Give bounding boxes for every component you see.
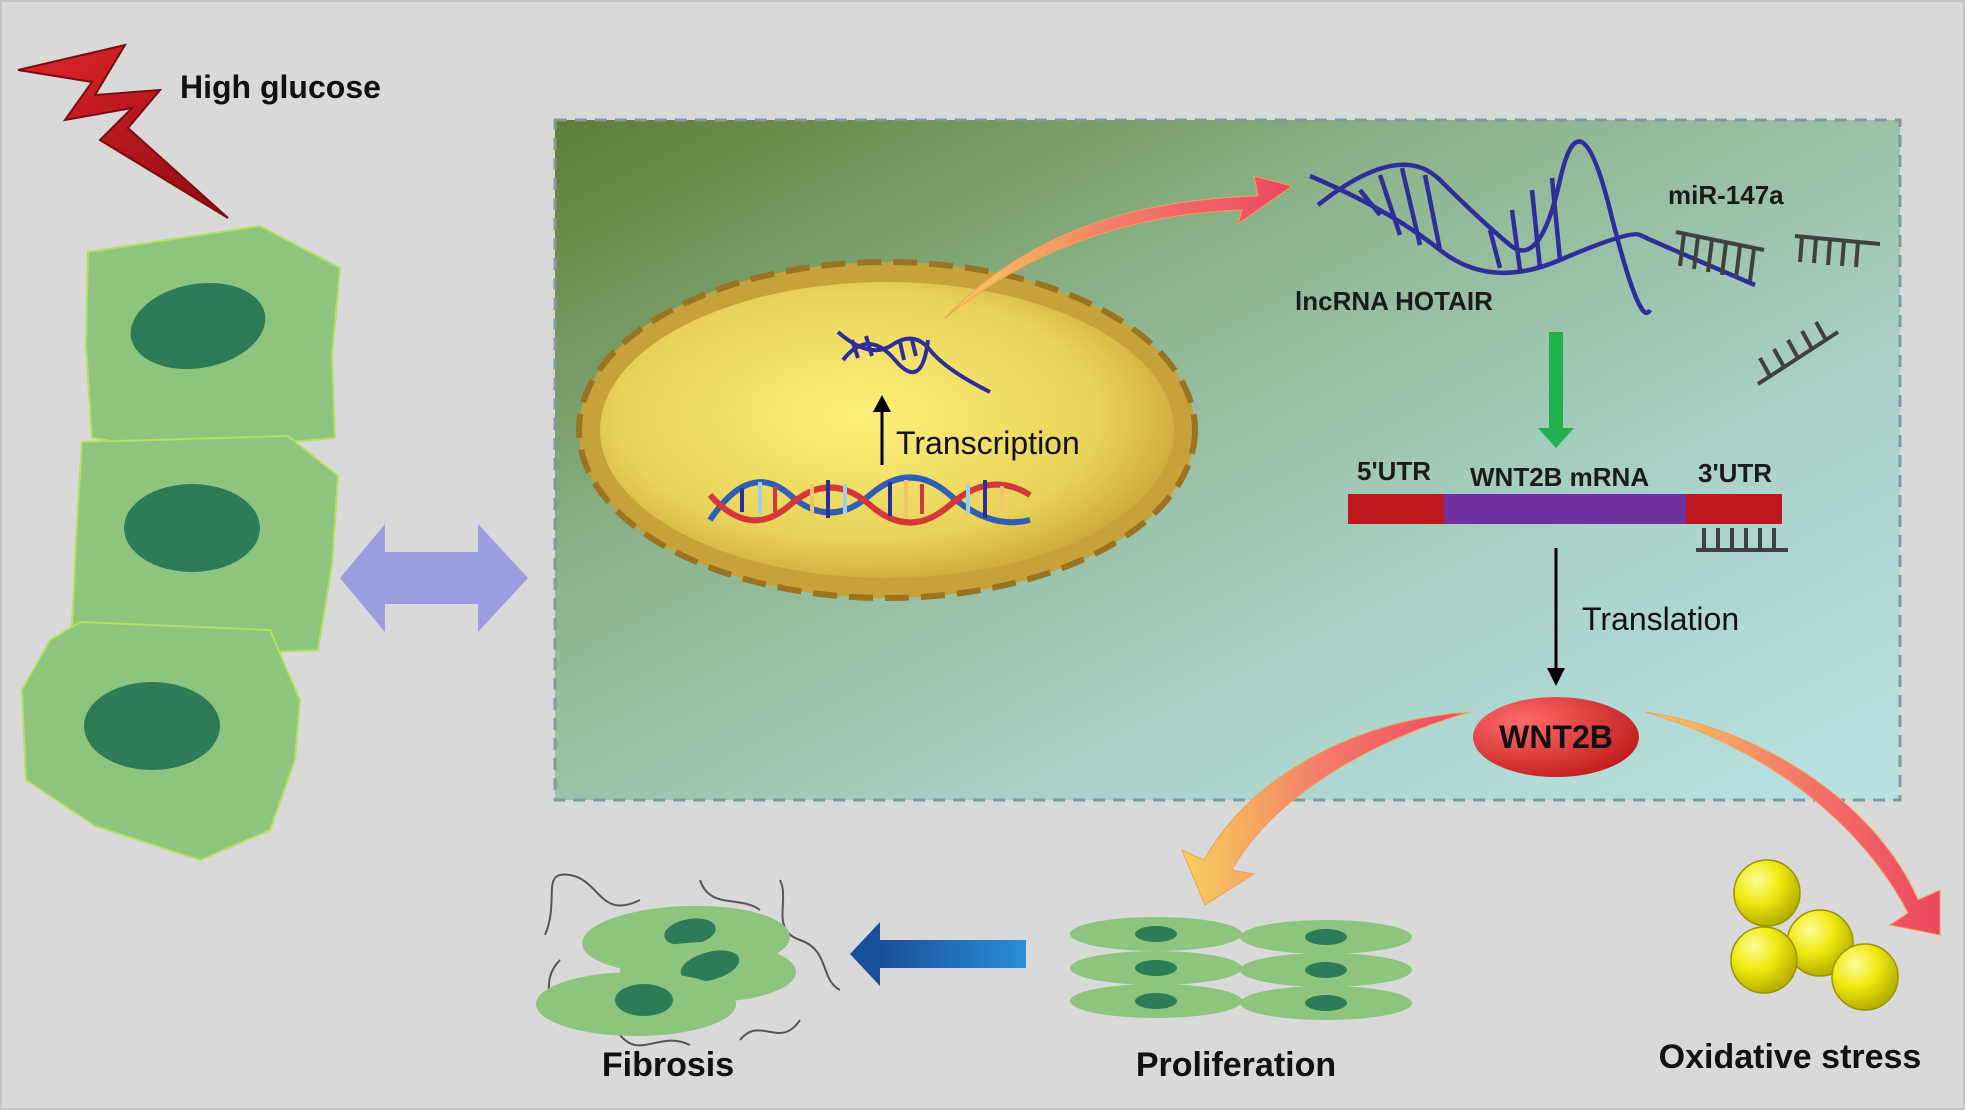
tubular-cells — [20, 224, 342, 862]
transcription-label: Transcription — [896, 425, 1080, 461]
translation-label: Translation — [1582, 601, 1739, 637]
lncrna-label: lncRNA HOTAIR — [1295, 286, 1493, 316]
proliferation-label: Proliferation — [1136, 1046, 1336, 1084]
double-helix-dna-icon — [707, 474, 1032, 526]
export-arrow — [944, 175, 1294, 319]
translation-arrow — [1547, 548, 1565, 686]
mirna-comb-icon — [1756, 321, 1840, 386]
proliferation-cells — [1070, 917, 1412, 1020]
mirna-comb-icon — [1696, 528, 1788, 552]
mirna-comb-icon — [1675, 230, 1765, 282]
nucleus — [576, 259, 1198, 601]
nucleus-bottom — [84, 682, 220, 770]
green-down-arrow — [1538, 332, 1574, 448]
double-arrow-icon — [340, 524, 528, 632]
transcription-arrow — [873, 395, 891, 465]
mrna-bar — [1348, 494, 1782, 524]
ros-spheres-icon — [1730, 859, 1899, 1011]
wnt2b-label: WNT2B — [1499, 719, 1613, 755]
utr5-segment — [1348, 494, 1444, 524]
fibrosis-label: Fibrosis — [602, 1046, 734, 1084]
utr5-label: 5'UTR — [1357, 456, 1431, 486]
blue-left-arrow — [850, 922, 1026, 986]
proliferation-arrow — [1181, 711, 1471, 906]
mirna-comb-icon — [1794, 234, 1881, 268]
rna-strand-icon — [1309, 139, 1756, 316]
lightning-bolt-icon — [17, 43, 229, 219]
utr3-label: 3'UTR — [1698, 458, 1772, 488]
high-glucose-label: High glucose — [180, 69, 381, 105]
nucleus-middle — [124, 484, 260, 572]
fibrosis-cells — [536, 873, 841, 1047]
utr3-segment — [1686, 494, 1782, 524]
coding-segment — [1444, 494, 1686, 524]
mirna-label: miR-147a — [1668, 180, 1784, 210]
oxidative-arrow — [1644, 711, 1941, 936]
small-rna-strand-icon — [836, 330, 991, 394]
mrna-label: WNT2B mRNA — [1470, 462, 1649, 492]
oxidative-label: Oxidative stress — [1659, 1038, 1922, 1076]
wnt2b-protein — [1473, 697, 1639, 777]
nucleus-top — [130, 282, 266, 370]
